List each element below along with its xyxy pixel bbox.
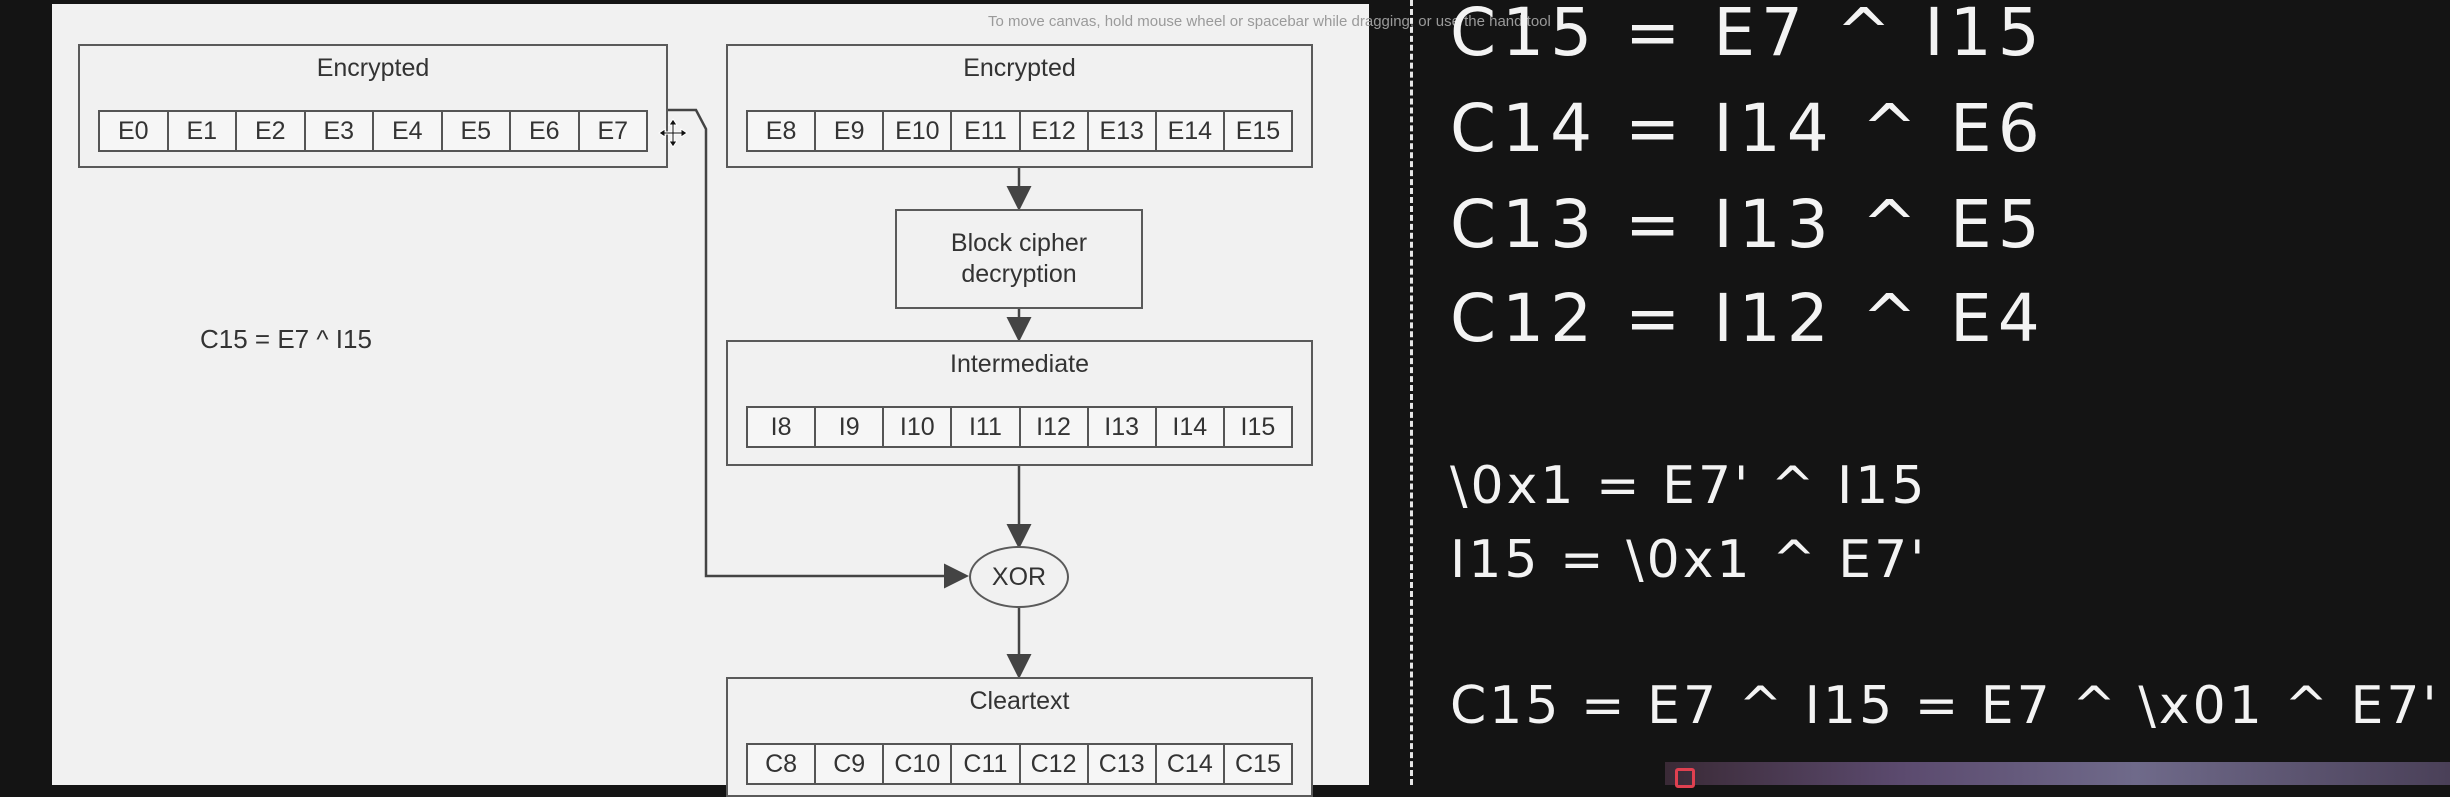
cell-e11: E11 bbox=[952, 112, 1021, 150]
cell-c11: C11 bbox=[952, 745, 1021, 783]
xor-node: XOR bbox=[969, 546, 1069, 608]
encrypted-block-right: Encrypted E8 E9 E10 E11 E12 E13 E14 E15 bbox=[726, 44, 1313, 168]
cell-i9: I9 bbox=[816, 408, 885, 446]
cell-c8: C8 bbox=[748, 745, 817, 783]
cell-i10: I10 bbox=[884, 408, 953, 446]
encrypted-left-title: Encrypted bbox=[316, 54, 430, 82]
webcam-thumbnail bbox=[1665, 762, 2450, 785]
cell-c14: C14 bbox=[1157, 745, 1225, 783]
note-c12: C12 = I12 ^ E4 bbox=[1450, 280, 2046, 357]
cell-e12: E12 bbox=[1021, 112, 1089, 150]
note-c15-expanded: C15 = E7 ^ I15 = E7 ^ \x01 ^ E7' bbox=[1450, 676, 2440, 736]
cell-e1: E1 bbox=[169, 112, 237, 150]
move-cursor-icon bbox=[658, 118, 688, 148]
encrypted-right-cells: E8 E9 E10 E11 E12 E13 E14 E15 bbox=[746, 110, 1293, 152]
block-cipher-line1: Block cipher bbox=[950, 229, 1088, 257]
cell-c10: C10 bbox=[884, 745, 953, 783]
cell-e13: E13 bbox=[1089, 112, 1157, 150]
cell-i13: I13 bbox=[1089, 408, 1157, 446]
cell-e8: E8 bbox=[748, 112, 817, 150]
cell-e4: E4 bbox=[374, 112, 443, 150]
cell-i8: I8 bbox=[748, 408, 817, 446]
diagram-canvas[interactable]: Encrypted E0 E1 E2 E3 E4 E5 E6 E7 Encryp… bbox=[52, 4, 1551, 797]
cell-i15: I15 bbox=[1240, 412, 1276, 441]
cell-c12: C12 bbox=[1021, 745, 1089, 783]
encrypted-block-left: Encrypted E0 E1 E2 E3 E4 E5 E6 E7 bbox=[78, 44, 668, 168]
cell-e10: E10 bbox=[884, 112, 953, 150]
divider-line bbox=[1410, 0, 1413, 785]
cell-e0: E0 bbox=[100, 112, 169, 150]
cell-e15: E15 bbox=[1235, 116, 1281, 145]
block-cipher-box: Block cipher decryption bbox=[895, 209, 1143, 309]
note-i15-eq: I15 = \0x1 ^ E7' bbox=[1450, 530, 1928, 590]
cell-e14: E14 bbox=[1157, 112, 1225, 150]
cell-e5: E5 bbox=[443, 112, 511, 150]
cell-i11: I11 bbox=[952, 408, 1021, 446]
cell-e6: E6 bbox=[511, 112, 580, 150]
diagram-note: C15 = E7 ^ I15 bbox=[200, 324, 372, 354]
cell-e2: E2 bbox=[237, 112, 306, 150]
cleartext-block: Cleartext C8 C9 C10 C11 C12 C13 C14 C15 bbox=[726, 677, 1313, 797]
note-c13: C13 = I13 ^ E5 bbox=[1450, 186, 2046, 263]
e7-to-xor-connector bbox=[668, 108, 969, 589]
cell-i14: I14 bbox=[1157, 408, 1225, 446]
intermediate-title: Intermediate bbox=[950, 350, 1089, 378]
cell-c15: C15 bbox=[1235, 749, 1281, 778]
note-c15: C15 = E7 ^ I15 bbox=[1450, 0, 2046, 71]
cleartext-cells: C8 C9 C10 C11 C12 C13 C14 C15 bbox=[746, 743, 1293, 785]
cell-c13: C13 bbox=[1089, 745, 1157, 783]
note-padding-eq: \0x1 = E7' ^ I15 bbox=[1450, 456, 1928, 516]
intermediate-cells: I8 I9 I10 I11 I12 I13 I14 I15 bbox=[746, 406, 1293, 448]
cell-e7: E7 bbox=[597, 116, 629, 145]
cell-c9: C9 bbox=[816, 745, 885, 783]
note-c14: C14 = I14 ^ E6 bbox=[1450, 90, 2046, 167]
cell-e9: E9 bbox=[816, 112, 885, 150]
cleartext-title: Cleartext bbox=[969, 687, 1070, 715]
recording-indicator-icon bbox=[1675, 768, 1695, 788]
encrypted-right-title: Encrypted bbox=[963, 54, 1076, 82]
encrypted-left-cells: E0 E1 E2 E3 E4 E5 E6 E7 bbox=[98, 110, 648, 152]
cell-i12: I12 bbox=[1021, 408, 1089, 446]
diagram-connectors bbox=[668, 108, 1032, 679]
cell-e3: E3 bbox=[306, 112, 374, 150]
intermediate-block: Intermediate I8 I9 I10 I11 I12 I13 I14 I… bbox=[726, 340, 1313, 466]
block-cipher-line2: decryption bbox=[961, 260, 1077, 288]
